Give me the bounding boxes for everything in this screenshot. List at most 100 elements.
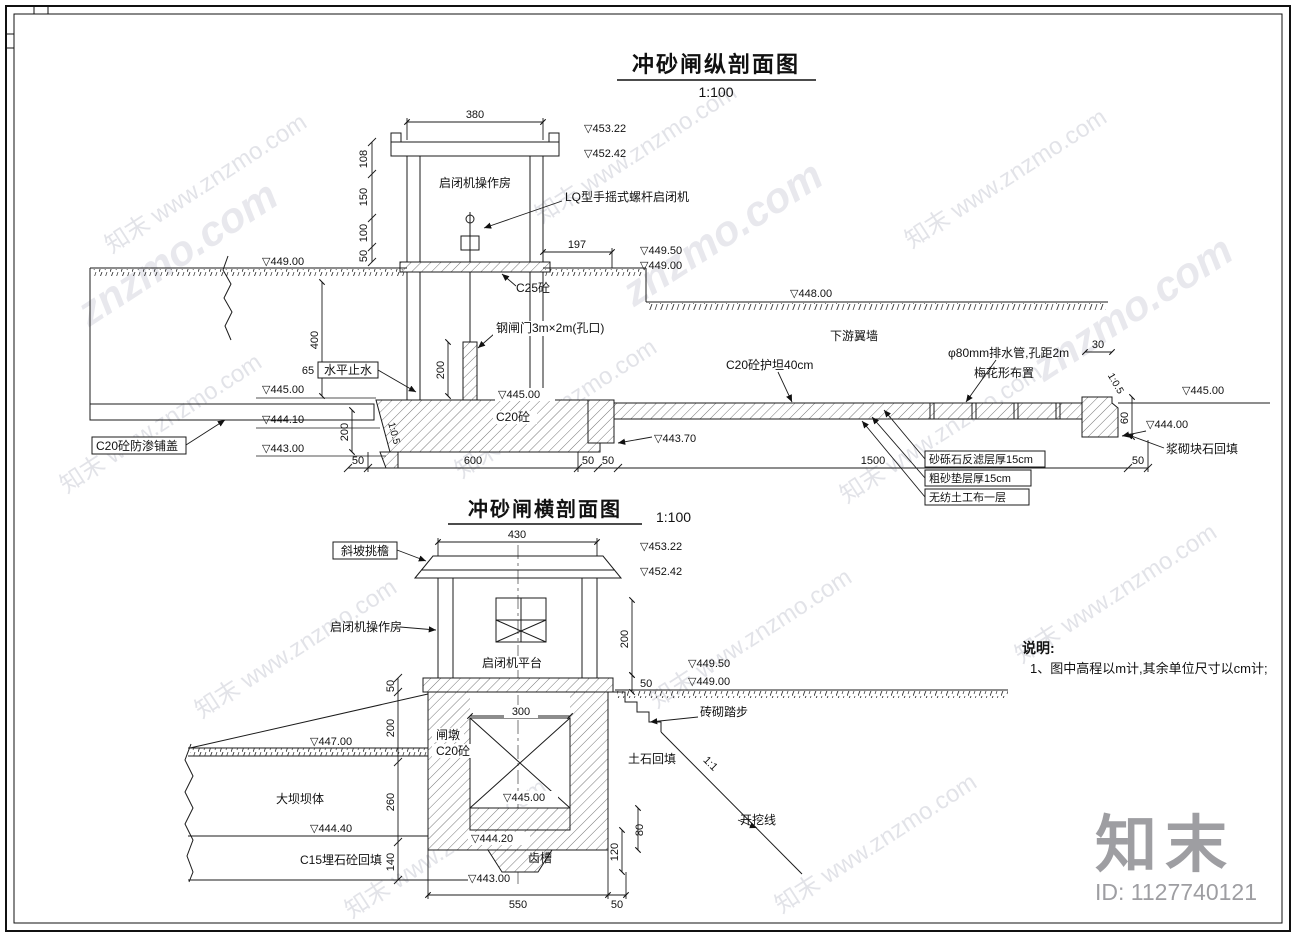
label-hoist-room: 启闭机操作房 <box>439 175 511 190</box>
elevation-453.22: ▽453.22 <box>584 123 626 135</box>
label-filter-layer: 砂砾石反滤层厚15cm <box>929 453 1033 466</box>
label-platform: 启闭机平台 <box>482 655 542 670</box>
longitudinal-note-boxes <box>91 361 1046 506</box>
label-fill: 土石回填 <box>628 752 676 766</box>
longitudinal-dimensions <box>318 118 1153 473</box>
dim-50-b: 50 <box>582 455 594 467</box>
dim-140: 140 <box>385 853 397 871</box>
label-room: 启闭机操作房 <box>330 619 402 634</box>
label-wing-wall: 下游翼墙 <box>830 329 878 343</box>
elevation-453.22-cross: ▽453.22 <box>640 541 682 553</box>
brand-logo: 知末 <box>1095 811 1235 880</box>
label-slope-1-1: 1:1 <box>700 754 719 773</box>
dim-150: 150 <box>358 188 370 206</box>
elevation-445.00-mid: ▽445.00 <box>498 389 540 401</box>
text-backplates-longitudinal <box>493 321 611 424</box>
label-plum-layout: 梅花形布置 <box>974 365 1034 380</box>
elevation-443.00: ▽443.00 <box>262 443 304 455</box>
elevation-452.42: ▽452.42 <box>584 148 626 160</box>
cross-label-boxes <box>332 541 398 560</box>
label-steps: 砖砌踏步 <box>700 704 748 719</box>
elevation-449.50-cross: ▽449.50 <box>688 658 730 670</box>
notes-line-1: 1、图中高程以m计,其余单位尺寸以cm计; <box>1030 661 1268 676</box>
watermark-text: 知末 www.znzmo.com <box>190 573 402 723</box>
label-blanket: C20砼防渗铺盖 <box>96 438 178 453</box>
label-geotextile: 无纺土工布一层 <box>929 490 1006 504</box>
dim-100: 100 <box>358 224 370 242</box>
elevation-452.42-cross: ▽452.42 <box>640 566 682 578</box>
dim-30: 30 <box>1092 339 1104 351</box>
cross-section-geometry <box>184 545 1008 888</box>
dim-50-roof: 50 <box>358 250 370 262</box>
label-apron: C20砼护坦40cm <box>726 358 813 372</box>
cross-leaders <box>396 549 758 829</box>
notes-block: 说明: 1、图中高程以m计,其余单位尺寸以cm计; <box>1022 640 1268 676</box>
elevation-449.00: ▽449.00 <box>640 260 682 272</box>
label-drain-pipe: φ80mm排水管,孔距2m <box>948 345 1069 360</box>
elevation-447.00: ▽447.00 <box>310 736 352 748</box>
label-dam: 大坝坝体 <box>276 792 324 806</box>
label-pier-c20: C20砼 <box>436 744 470 758</box>
dim-80: 80 <box>634 824 646 836</box>
brand-id: ID: 1127740121 <box>1095 879 1257 905</box>
label-stone-backfill: 浆砌块石回填 <box>1166 441 1238 456</box>
brand-block: 知末 ID: 1127740121 <box>1095 811 1257 905</box>
watermark-text: 知末 www.znzmo.com <box>530 78 742 228</box>
watermark-text: 知末 www.znzmo.com <box>900 103 1112 253</box>
label-sand-cushion: 粗砂垫层厚15cm <box>929 471 1011 485</box>
dim-50-bottom: 50 <box>611 899 623 911</box>
elevation-445.00-cross: ▽445.00 <box>503 792 545 804</box>
dim-600: 600 <box>464 455 482 467</box>
label-c20: C20砼 <box>496 410 530 424</box>
watermark-layer: znzmo.com znzmo.com znzmo.com 知末 www.znz… <box>55 78 1241 923</box>
label-pier: 闸墩 <box>436 728 460 742</box>
cross-scale: 1:100 <box>656 509 691 525</box>
elevation-448.00: ▽448.00 <box>790 288 832 300</box>
dim-400: 400 <box>309 331 321 349</box>
elevation-444.00: ▽444.00 <box>1146 419 1188 431</box>
label-gate: 钢闸门3m×2m(孔口) <box>496 320 604 335</box>
dim-50-d: 50 <box>1132 455 1144 467</box>
label-c25: C25砼 <box>516 281 550 295</box>
dim-200-gate: 200 <box>435 361 447 379</box>
label-hoist-type: LQ型手摇式螺杆启闭机 <box>565 190 689 204</box>
dim-50-top: 50 <box>640 678 652 690</box>
elevation-444.20: ▽444.20 <box>471 833 513 845</box>
label-slope-right: 1:0.5 <box>1105 371 1126 396</box>
dim-65: 65 <box>302 365 314 377</box>
dim-108: 108 <box>358 150 370 168</box>
elevation-444.40: ▽444.40 <box>310 823 352 835</box>
longitudinal-title: 冲砂闸纵剖面图 <box>632 52 800 77</box>
text-backplates-cross <box>432 656 558 845</box>
notes-heading: 说明: <box>1022 640 1055 656</box>
dim-550: 550 <box>509 899 527 911</box>
label-excavation: 开挖线 <box>740 812 776 827</box>
elevation-445.00-left: ▽445.00 <box>262 384 304 396</box>
elevation-443.00-cross: ▽443.00 <box>468 873 510 885</box>
elevation-449.00-left: ▽449.00 <box>262 256 304 268</box>
elevation-444.10: ▽444.10 <box>262 414 304 426</box>
dim-200-left-cross: 200 <box>385 719 397 737</box>
elevation-449.00-cross: ▽449.00 <box>688 676 730 688</box>
cross-texts: 冲砂闸横剖面图 1:100 斜坡挑檐 启闭机操作房 启闭机平台 砖砌踏步 闸墩 … <box>276 497 776 911</box>
elevation-443.70: ▽443.70 <box>654 433 696 445</box>
longitudinal-section-geometry <box>89 132 1270 469</box>
label-waterstop: 水平止水 <box>324 363 372 377</box>
label-c15: C15埋石砼回填 <box>300 853 382 867</box>
elevation-445.00-right: ▽445.00 <box>1182 385 1224 397</box>
label-tooth: 齿槽 <box>528 851 552 865</box>
watermark-text: 知末 www.znzmo.com <box>770 768 982 918</box>
dim-50-left: 50 <box>385 680 397 692</box>
dim-1500: 1500 <box>861 455 885 467</box>
longitudinal-scale: 1:100 <box>698 84 733 100</box>
cross-title: 冲砂闸横剖面图 <box>468 497 622 521</box>
sheet-border <box>5 5 1291 932</box>
dim-380: 380 <box>466 109 484 121</box>
elevation-449.50: ▽449.50 <box>640 245 682 257</box>
cross-dimensions <box>393 538 642 899</box>
dim-50-c: 50 <box>602 455 614 467</box>
dim-430: 430 <box>508 529 526 541</box>
dim-197: 197 <box>568 239 586 251</box>
